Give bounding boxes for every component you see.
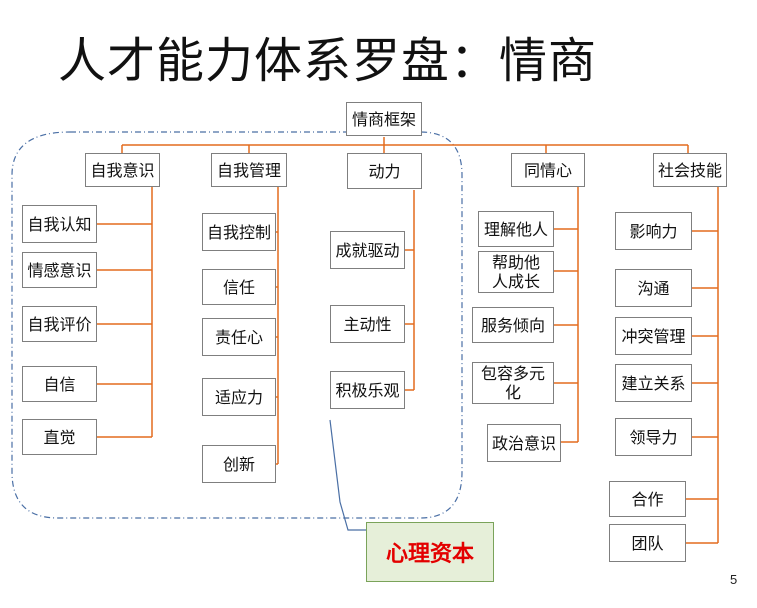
empathy-item: 帮助他人成长 <box>478 251 554 293</box>
empathy-item: 理解他人 <box>478 211 554 247</box>
self-awareness-item: 自我认知 <box>22 205 97 243</box>
social-skills-item: 冲突管理 <box>615 317 692 355</box>
category-self-management: 自我管理 <box>211 153 287 187</box>
motivation-item: 成就驱动 <box>330 231 405 269</box>
social-skills-item: 领导力 <box>615 418 692 456</box>
empathy-item: 服务倾向 <box>472 307 554 343</box>
self-awareness-item: 自信 <box>22 366 97 402</box>
self-awareness-item: 情感意识 <box>22 252 97 288</box>
social-skills-item: 建立关系 <box>615 364 692 402</box>
page-number: 5 <box>730 572 738 587</box>
self-management-item: 创新 <box>202 445 276 483</box>
social-skills-item: 沟通 <box>615 269 692 307</box>
category-empathy: 同情心 <box>511 153 585 187</box>
empathy-item: 包容多元化 <box>472 362 554 404</box>
self-management-item: 自我控制 <box>202 213 276 251</box>
social-skills-item: 合作 <box>609 481 686 517</box>
callout-pointer <box>329 419 366 531</box>
social-skills-item: 影响力 <box>615 212 692 250</box>
self-management-item: 适应力 <box>202 378 276 416</box>
self-awareness-item: 直觉 <box>22 419 97 455</box>
category-motivation: 动力 <box>347 153 422 189</box>
social-skills-item: 团队 <box>609 524 686 562</box>
root-node: 情商框架 <box>346 102 422 136</box>
motivation-item: 主动性 <box>330 305 405 343</box>
empathy-item: 政治意识 <box>487 424 561 462</box>
page-title: 人才能力体系罗盘：情商 <box>58 33 598 89</box>
motivation-item: 积极乐观 <box>330 371 405 409</box>
psych-capital-callout: 心理资本 <box>366 522 494 582</box>
self-management-item: 信任 <box>202 269 276 305</box>
category-social-skills: 社会技能 <box>653 153 727 187</box>
self-awareness-item: 自我评价 <box>22 306 97 342</box>
psych-capital-group-outline <box>11 131 463 519</box>
self-management-item: 责任心 <box>202 318 276 356</box>
category-self-awareness: 自我意识 <box>85 153 160 187</box>
